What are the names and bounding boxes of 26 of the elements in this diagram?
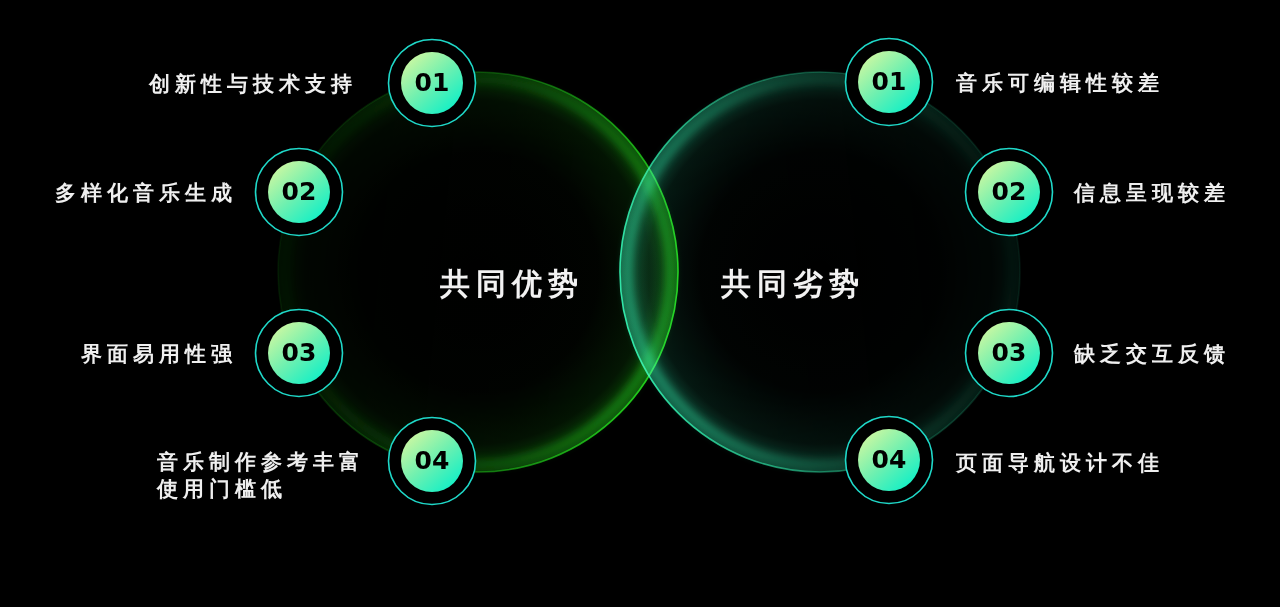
numbered-circle: [844, 415, 934, 505]
numbered-circle: [254, 147, 344, 237]
item-label: 音乐可编辑性较差: [956, 69, 1164, 97]
item-number: 03: [281, 339, 317, 367]
numbered-circle: [964, 308, 1054, 398]
item-label: 音乐制作参考丰富使用门槛低: [157, 449, 366, 503]
item-number: 02: [281, 178, 317, 206]
circle-title: 共同劣势: [721, 266, 865, 302]
item-number: 01: [871, 68, 907, 96]
item-label: 信息呈现较差: [1074, 179, 1230, 207]
item-number: 03: [991, 339, 1027, 367]
numbered-circle: [387, 38, 477, 128]
item-number: 04: [414, 447, 450, 475]
numbered-circle: [387, 416, 477, 506]
circle-title: 共同优势: [440, 266, 584, 302]
item-label: 页面导航设计不佳: [956, 449, 1164, 477]
item-label: 界面易用性强: [81, 340, 237, 368]
item-number: 01: [414, 69, 450, 97]
item-label: 多样化音乐生成: [55, 179, 237, 207]
item-number: 04: [871, 446, 907, 474]
numbered-circle: [964, 147, 1054, 237]
numbered-circle: [254, 308, 344, 398]
numbered-circle: [844, 37, 934, 127]
item-label: 缺乏交互反馈: [1074, 340, 1230, 368]
item-number: 02: [991, 178, 1027, 206]
item-label: 创新性与技术支持: [149, 70, 357, 98]
